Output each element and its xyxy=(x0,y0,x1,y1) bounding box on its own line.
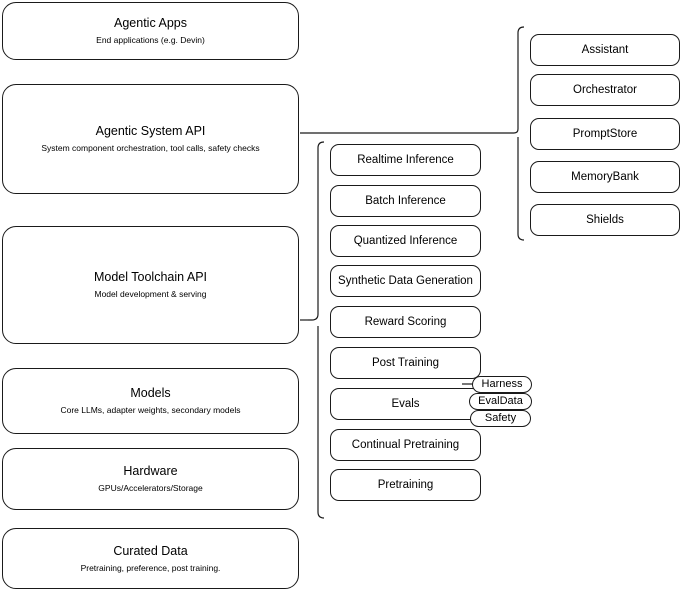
layer-subtitle: System component orchestration, tool cal… xyxy=(41,143,260,153)
system-item-shields[interactable]: Shields xyxy=(530,204,680,236)
system-item-label: Orchestrator xyxy=(573,83,637,96)
evals-tag-label: EvalData xyxy=(478,395,523,407)
system-item-orchestrator[interactable]: Orchestrator xyxy=(530,74,680,106)
layer-agentic-system-api[interactable]: Agentic System API System component orch… xyxy=(2,84,299,194)
layer-subtitle: Core LLMs, adapter weights, secondary mo… xyxy=(60,405,241,415)
system-item-assistant[interactable]: Assistant xyxy=(530,34,680,66)
system-item-label: MemoryBank xyxy=(571,170,639,183)
layer-title: Agentic Apps xyxy=(114,16,187,30)
layer-title: Hardware xyxy=(123,464,178,478)
toolchain-item-evals[interactable]: Evals xyxy=(330,388,481,420)
toolchain-item-reward-scoring[interactable]: Reward Scoring xyxy=(330,306,481,338)
toolchain-item-pretraining[interactable]: Pretraining xyxy=(330,469,481,501)
system-item-memorybank[interactable]: MemoryBank xyxy=(530,161,680,193)
layer-hardware[interactable]: Hardware GPUs/Accelerators/Storage xyxy=(2,448,299,510)
evals-tag-evaldata[interactable]: EvalData xyxy=(469,393,532,410)
toolchain-bracket xyxy=(308,141,325,519)
layer-curated-data[interactable]: Curated Data Pretraining, preference, po… xyxy=(2,528,299,589)
toolchain-item-label: Continual Pretraining xyxy=(351,438,460,451)
system-item-label: PromptStore xyxy=(572,127,638,140)
toolchain-item-batch-inference[interactable]: Batch Inference xyxy=(330,185,481,217)
evals-tag-safety[interactable]: Safety xyxy=(470,410,531,427)
layer-model-toolchain-api[interactable]: Model Toolchain API Model development & … xyxy=(2,226,299,344)
evals-tag-label: Safety xyxy=(484,412,517,424)
layer-agentic-apps[interactable]: Agentic Apps End applications (e.g. Devi… xyxy=(2,2,299,60)
system-item-label: Assistant xyxy=(581,43,629,56)
toolchain-item-label: Realtime Inference xyxy=(357,153,454,166)
toolchain-item-realtime-inference[interactable]: Realtime Inference xyxy=(330,144,481,176)
toolchain-item-synthetic-data-generation[interactable]: Synthetic Data Generation xyxy=(330,265,481,297)
toolchain-item-label: Synthetic Data Generation xyxy=(338,274,473,287)
toolchain-item-continual-pretraining[interactable]: Continual Pretraining xyxy=(330,429,481,461)
layer-subtitle: Model development & serving xyxy=(94,289,207,299)
toolchain-item-label: Pretraining xyxy=(377,478,434,491)
toolchain-item-label: Quantized Inference xyxy=(353,234,458,247)
evals-tag-harness[interactable]: Harness xyxy=(472,376,532,393)
system-item-label: Shields xyxy=(586,213,624,226)
layer-title: Model Toolchain API xyxy=(93,270,208,284)
toolchain-item-quantized-inference[interactable]: Quantized Inference xyxy=(330,225,481,257)
toolchain-item-label: Batch Inference xyxy=(365,194,446,207)
system-item-promptstore[interactable]: PromptStore xyxy=(530,118,680,150)
layer-title: Agentic System API xyxy=(95,124,206,138)
layer-models[interactable]: Models Core LLMs, adapter weights, secon… xyxy=(2,368,299,434)
toolchain-item-label: Evals xyxy=(391,397,420,410)
layer-subtitle: GPUs/Accelerators/Storage xyxy=(98,483,203,493)
system-components-bracket xyxy=(510,26,525,241)
layer-subtitle: Pretraining, preference, post training. xyxy=(80,562,221,573)
toolchain-item-post-training[interactable]: Post Training xyxy=(330,347,481,379)
layer-title: Curated Data xyxy=(113,543,188,558)
layer-subtitle: End applications (e.g. Devin) xyxy=(96,35,205,45)
toolchain-item-label: Reward Scoring xyxy=(364,315,447,328)
evals-tag-label: Harness xyxy=(481,378,523,390)
layer-title: Models xyxy=(130,386,171,400)
toolchain-item-label: Post Training xyxy=(371,356,440,369)
